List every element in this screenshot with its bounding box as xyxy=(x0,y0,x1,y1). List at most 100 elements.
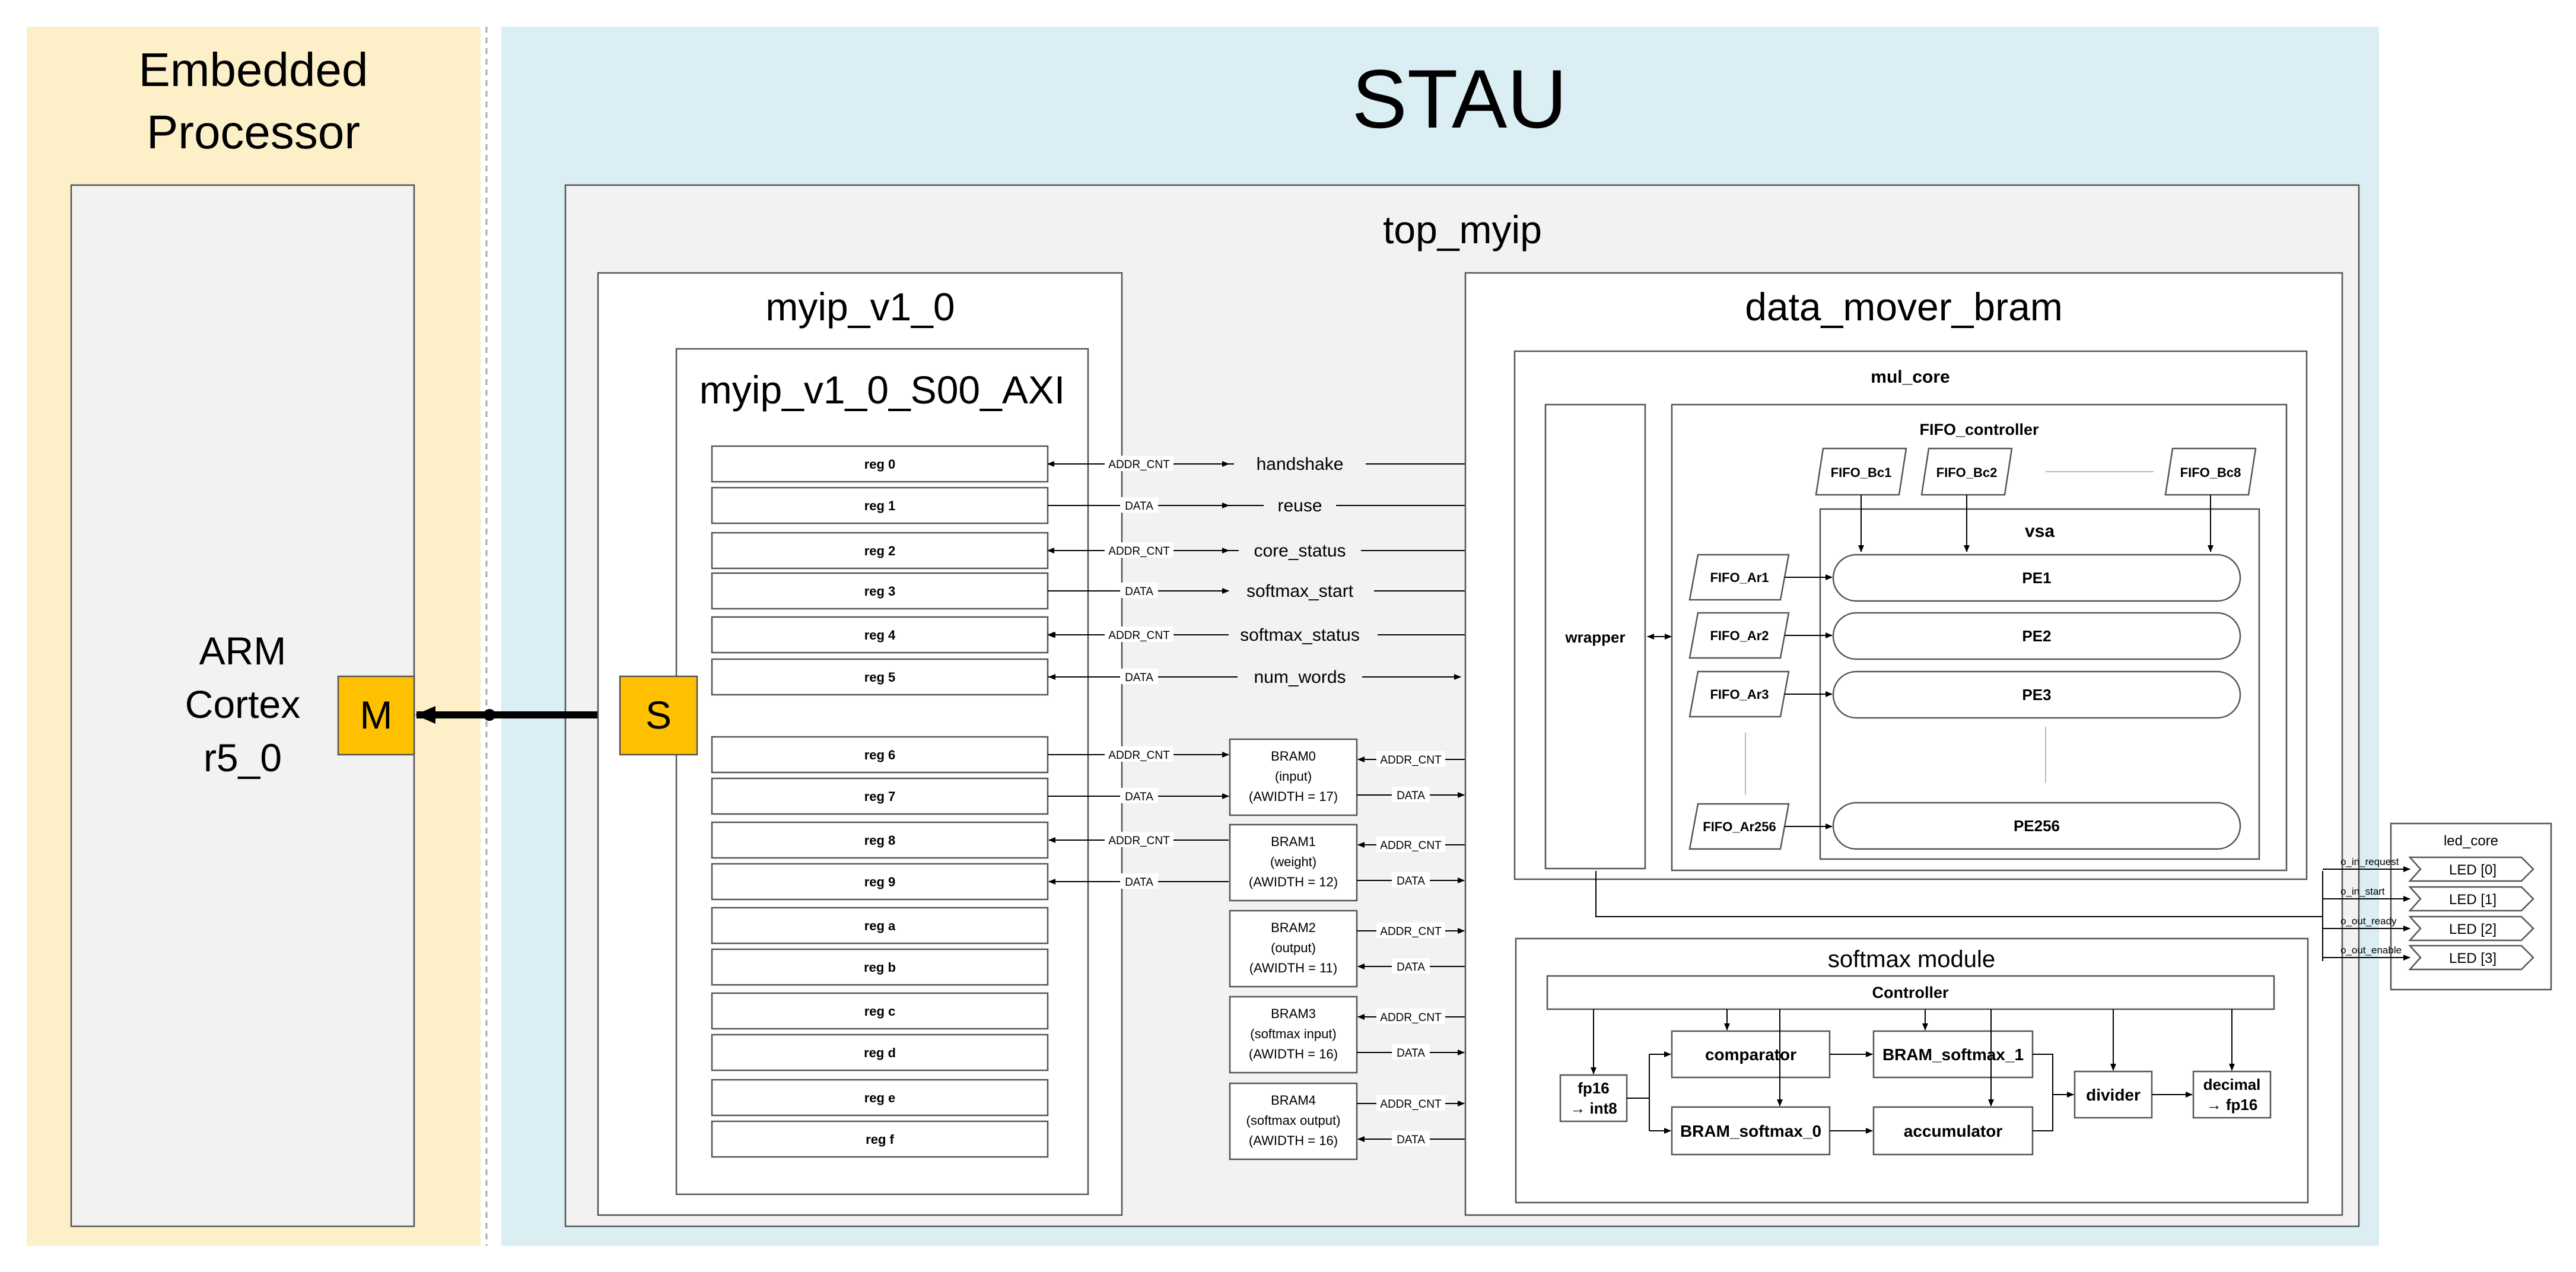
register-label: reg c xyxy=(864,1004,896,1019)
pe-1: PE2 xyxy=(1832,612,2241,660)
addr-label-bg xyxy=(1376,751,1445,767)
data-label-right: DATA xyxy=(1397,790,1425,802)
register-13: reg d xyxy=(711,1034,1049,1071)
register-box xyxy=(711,1079,1049,1117)
addr-label-bg xyxy=(1105,627,1173,642)
bram-1: BRAM1(weight)(AWIDTH = 12)ADDR_CNTDATAAD… xyxy=(1048,542,1465,902)
accumulator-block xyxy=(1872,1106,2034,1156)
register-box xyxy=(711,616,1049,654)
data-label-bg xyxy=(1392,958,1430,974)
data-label-bg xyxy=(1392,1131,1430,1146)
bram-box xyxy=(1229,1082,1358,1160)
register-15: reg f xyxy=(711,1120,1049,1158)
register-7: reg 7 xyxy=(711,777,1049,815)
led-label: LED [1] xyxy=(2449,892,2497,908)
led-shape xyxy=(2408,945,2534,971)
register-label: reg 9 xyxy=(864,874,896,889)
comparator-label: comparator xyxy=(1705,1045,1796,1064)
register-label: reg a xyxy=(864,918,896,933)
fp16-int8-line2: → int8 xyxy=(1570,1099,1617,1117)
register-11: reg b xyxy=(711,948,1049,986)
pe-box xyxy=(1832,670,2241,719)
register-box xyxy=(711,948,1049,986)
reuse-label-bg xyxy=(1264,494,1336,517)
led-shape xyxy=(2408,886,2534,912)
fifo-ar-shape xyxy=(1688,670,1790,718)
bram-softmax-1-label: BRAM_softmax_1 xyxy=(1882,1045,2024,1064)
data-label-right: DATA xyxy=(1397,1047,1425,1060)
fifo-ar-2: FIFO_Ar3 xyxy=(1688,670,1833,718)
decimal-fp16-line1: decimal xyxy=(2203,1076,2261,1093)
addr-label-left: ADDR_CNT xyxy=(1108,749,1170,762)
fifo-ar-label: FIFO_Ar3 xyxy=(1710,687,1769,702)
fifo-ar-shape xyxy=(1688,612,1790,659)
pe-label: PE2 xyxy=(2022,627,2051,645)
data-label-right: DATA xyxy=(1397,875,1425,888)
register-box xyxy=(711,907,1049,945)
addr-label-bg xyxy=(1376,1095,1445,1111)
led-core-title: led_core xyxy=(2444,833,2498,849)
register-label: reg b xyxy=(864,960,896,975)
bram-list: BRAM0(input)(AWIDTH = 17)ADDR_CNTDATAADD… xyxy=(1048,456,1465,1160)
addr-label-bg xyxy=(1105,542,1173,558)
bram-0: BRAM0(input)(AWIDTH = 17)ADDR_CNTDATAADD… xyxy=(1048,456,1465,816)
register-14: reg e xyxy=(711,1079,1049,1117)
register-box xyxy=(711,486,1049,524)
bram-box xyxy=(1229,823,1358,902)
register-box xyxy=(711,863,1049,901)
data-label-bg xyxy=(1120,583,1158,598)
comparator-block xyxy=(1671,1030,1831,1079)
register-label: reg 0 xyxy=(864,457,896,472)
led-label: LED [2] xyxy=(2449,921,2497,937)
arm-label-line3: r5_0 xyxy=(203,736,282,780)
register-5: reg 5 xyxy=(711,658,1049,696)
pe-box xyxy=(1832,554,2241,602)
bus-junction xyxy=(484,709,495,721)
bram-kind: (softmax output) xyxy=(1246,1113,1341,1128)
addr-label-right: ADDR_CNT xyxy=(1380,839,1442,852)
register-box xyxy=(711,658,1049,696)
register-label: reg d xyxy=(864,1045,896,1060)
softmax-title: softmax module xyxy=(1828,946,1995,972)
register-1: reg 1 xyxy=(711,486,1049,524)
register-12: reg c xyxy=(711,992,1049,1030)
register-10: reg a xyxy=(711,907,1049,945)
addr-label-left: ADDR_CNT xyxy=(1108,629,1170,642)
led-signal-label: o_in_start xyxy=(2340,886,2385,897)
reuse-label: reuse xyxy=(1277,496,1322,516)
fifo-ar-0: FIFO_Ar1 xyxy=(1688,554,1833,601)
data-label-bg xyxy=(1120,873,1158,889)
data-label-left: DATA xyxy=(1125,672,1153,684)
data-label-right: DATA xyxy=(1397,1134,1425,1146)
addr-label-right: ADDR_CNT xyxy=(1380,754,1442,767)
register-label: reg e xyxy=(864,1090,896,1105)
slave-port-label: S xyxy=(645,693,672,737)
fifo-bc-label: FIFO_Bc2 xyxy=(1936,465,1998,480)
register-label: reg 4 xyxy=(864,628,896,643)
register-box xyxy=(711,736,1049,774)
register-9: reg 9 xyxy=(711,863,1049,901)
fp16-int8-line1: fp16 xyxy=(1578,1079,1609,1097)
led-shape xyxy=(2408,856,2534,882)
register-box xyxy=(711,777,1049,815)
bram-width: (AWIDTH = 12) xyxy=(1249,874,1338,889)
pe-2: PE3 xyxy=(1832,670,2241,719)
pe-label: PE1 xyxy=(2022,569,2051,587)
register-box xyxy=(711,445,1049,483)
decimal-fp16-line2: → fp16 xyxy=(2206,1096,2258,1114)
softmax-status-label: softmax_status xyxy=(1240,625,1360,645)
register-3: reg 3 xyxy=(711,572,1049,610)
bram-width: (AWIDTH = 17) xyxy=(1249,789,1338,804)
handshake-label: handshake xyxy=(1257,454,1344,474)
led-label: LED [3] xyxy=(2449,950,2497,966)
register-2: reg 2 xyxy=(711,532,1049,570)
pe-box xyxy=(1832,802,2241,850)
addr-label-left: ADDR_CNT xyxy=(1108,835,1170,847)
register-box xyxy=(711,992,1049,1030)
register-label: reg 2 xyxy=(864,543,896,558)
